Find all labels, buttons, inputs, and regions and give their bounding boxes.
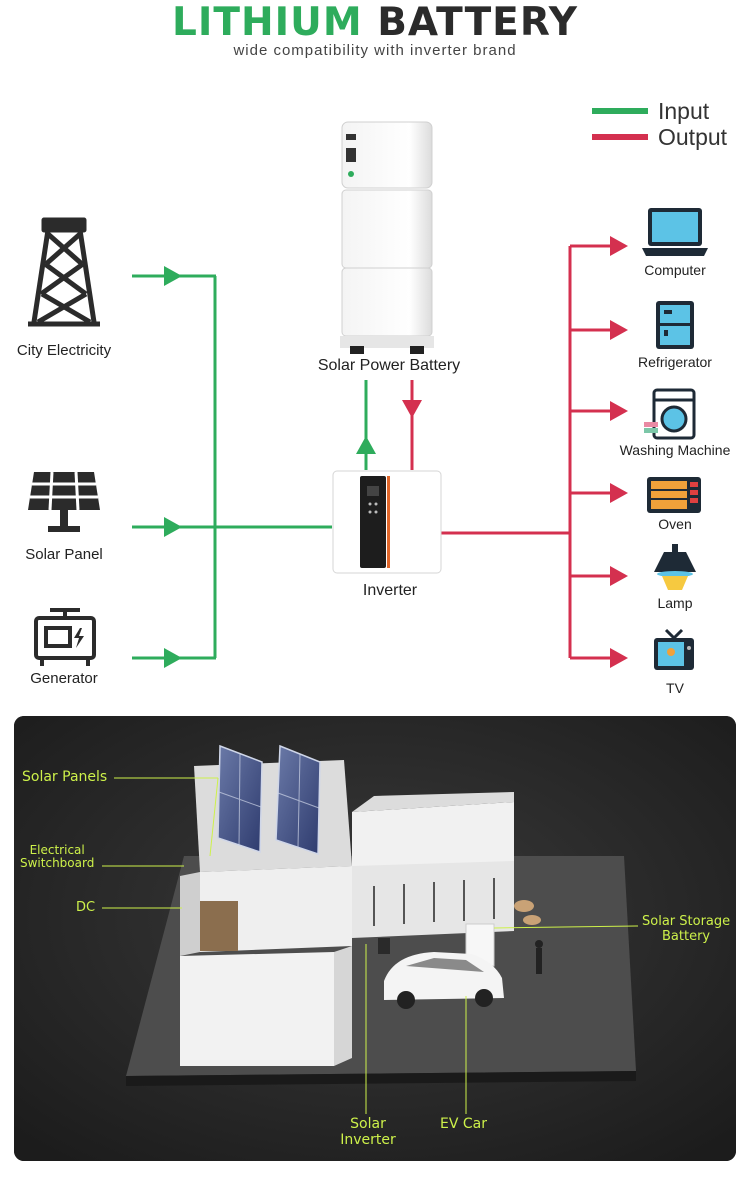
page-title: LITHIUM BATTERY <box>0 0 750 46</box>
scene-label-switchboard-line1: Electrical <box>29 843 85 857</box>
flow-diagram-lines <box>132 236 628 668</box>
title-lithium: LITHIUM <box>172 0 363 45</box>
oven-icon <box>647 477 701 513</box>
scene-label-solar-inverter: Solar Inverter <box>334 1116 402 1148</box>
load-label-refrigerator: Refrigerator <box>638 354 712 370</box>
source-label-generator: Generator <box>30 670 98 687</box>
refrigerator-icon <box>656 301 694 349</box>
load-label-computer: Computer <box>644 262 706 278</box>
solar-panel-icon <box>28 471 100 532</box>
battery-tower <box>340 121 434 354</box>
load-label-washing-machine: Washing Machine <box>619 442 731 458</box>
legend-output-swatch <box>592 134 648 140</box>
scene-label-storage-line2: Battery <box>662 929 711 944</box>
house-scene: Solar Panels Electrical Switchboard DC S… <box>14 716 736 1161</box>
scene-label-solar-panels: Solar Panels <box>22 769 108 785</box>
inverter-unit <box>332 470 442 574</box>
generator-icon <box>34 608 96 666</box>
legend-input-swatch <box>592 108 648 114</box>
power-tower-icon <box>28 217 100 327</box>
lamp-icon <box>654 544 696 590</box>
scene-label-storage-battery: Solar Storage Battery <box>642 914 730 944</box>
legend: Input Output <box>590 96 740 152</box>
input-lines <box>132 274 368 660</box>
scene-label-switchboard: Electrical Switchboard <box>20 844 94 870</box>
source-label-solar-panel: Solar Panel <box>25 546 103 563</box>
computer-icon <box>642 208 708 256</box>
scene-label-storage-line1: Solar Storage <box>642 914 731 929</box>
scene-label-inverter-line1: Solar <box>350 1116 386 1132</box>
title-battery: BATTERY <box>377 0 578 45</box>
scene-label-ev-car: EV Car <box>440 1116 487 1132</box>
inverter-label: Inverter <box>362 582 418 599</box>
scene-label-dc: DC <box>76 900 96 915</box>
battery-label: Solar Power Battery <box>317 357 461 374</box>
source-label-city-electricity: City Electricity <box>16 342 112 359</box>
tv-icon <box>654 628 694 670</box>
load-label-oven: Oven <box>658 516 692 532</box>
legend-output-label: Output <box>658 124 728 150</box>
washing-machine-icon <box>644 388 696 440</box>
input-arrows <box>164 266 376 668</box>
house-illustration <box>14 716 736 1161</box>
legend-input-label: Input <box>658 98 710 124</box>
output-arrows <box>402 236 628 668</box>
scene-label-switchboard-line2: Switchboard <box>20 856 95 870</box>
page-subtitle: wide compatibility with inverter brand <box>233 42 517 59</box>
load-label-tv: TV <box>666 680 684 696</box>
scene-label-inverter-line2: Inverter <box>340 1132 396 1148</box>
load-label-lamp: Lamp <box>657 595 693 611</box>
